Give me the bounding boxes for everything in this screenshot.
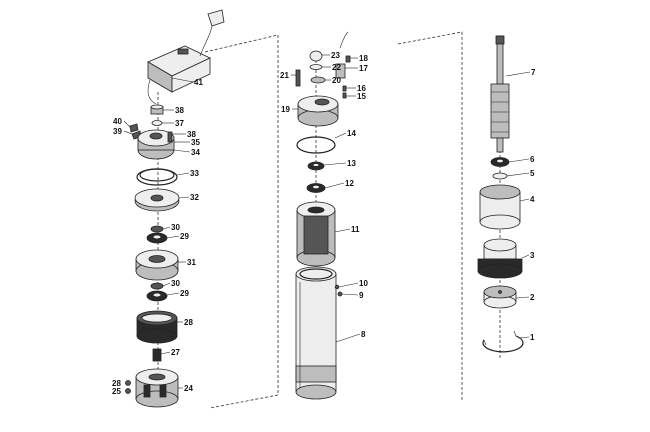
part-21-bolt — [295, 69, 301, 87]
label-28-ball: 28 — [112, 379, 121, 388]
label-11: 11 — [351, 225, 360, 234]
label-6: 6 — [530, 155, 535, 164]
part-11-stator — [296, 201, 336, 267]
part-3-impeller — [477, 238, 523, 279]
left-part-labels: 41 38 37 40 39 38 35 34 33 32 30 29 31 3… — [112, 78, 203, 396]
label-17: 17 — [359, 64, 368, 73]
label-16: 16 — [357, 84, 366, 93]
label-27: 27 — [171, 348, 180, 357]
part-14-o-ring — [296, 136, 336, 154]
label-38b: 38 — [187, 130, 196, 139]
part-30a-seal — [150, 225, 164, 233]
label-34: 34 — [191, 148, 200, 157]
part-13-bearing — [307, 161, 325, 171]
part-23-knob — [309, 50, 323, 62]
label-31: 31 — [187, 258, 196, 267]
part-22-washer — [309, 64, 323, 70]
part-34-top-cover — [137, 129, 175, 160]
label-15: 15 — [357, 92, 366, 101]
part-15-screw — [342, 92, 347, 99]
part-19-motor-head — [297, 95, 339, 127]
left-column-parts — [125, 9, 225, 408]
part-7-rotor-shaft — [490, 35, 510, 153]
part-30b-seal — [150, 282, 164, 290]
label-18: 18 — [359, 54, 368, 63]
label-7: 7 — [531, 68, 536, 77]
part-5-washer — [492, 172, 508, 180]
part-32-plate — [134, 188, 180, 212]
part-20-ring — [310, 76, 326, 84]
part-1-circlip — [482, 330, 524, 353]
label-40: 40 — [113, 117, 122, 126]
part-4-sleeve — [479, 184, 521, 230]
label-25: 25 — [112, 387, 121, 396]
part-10-screw — [334, 284, 340, 290]
label-29b: 29 — [180, 289, 189, 298]
left-leader-lines — [123, 77, 194, 389]
label-21: 21 — [280, 71, 289, 80]
label-39: 39 — [113, 127, 122, 136]
part-37-washer — [151, 120, 163, 126]
label-29a: 29 — [180, 232, 189, 241]
label-37: 37 — [175, 119, 184, 128]
label-33: 33 — [190, 169, 199, 178]
label-28: 28 — [184, 318, 193, 327]
label-30b: 30 — [171, 279, 180, 288]
part-33-ring — [136, 168, 178, 186]
part-31-diffuser — [135, 249, 179, 281]
part-16-screw — [342, 85, 347, 92]
part-2-cup — [483, 285, 517, 309]
label-32: 32 — [190, 193, 199, 202]
label-24: 24 — [184, 384, 193, 393]
label-8: 8 — [361, 330, 366, 339]
middle-column-parts — [295, 31, 351, 400]
label-14: 14 — [347, 129, 356, 138]
label-10: 10 — [359, 279, 368, 288]
label-4: 4 — [530, 195, 535, 204]
part-29b-bearing — [146, 290, 168, 302]
label-13: 13 — [347, 159, 356, 168]
label-12: 12 — [345, 179, 354, 188]
label-30a: 30 — [171, 223, 180, 232]
label-19: 19 — [281, 105, 290, 114]
part-41-control-box — [147, 9, 225, 105]
label-3: 3 — [530, 251, 535, 260]
label-22: 22 — [332, 63, 341, 72]
part-6-bearing — [490, 157, 510, 167]
part-29a-bearing — [146, 232, 168, 244]
part-24-base — [135, 368, 179, 408]
part-12-bearing — [306, 183, 326, 193]
part-8-housing-tube — [295, 266, 337, 400]
label-38a: 38 — [175, 106, 184, 115]
right-leader-lines — [505, 71, 531, 339]
label-1: 1 — [530, 333, 535, 342]
part-27-spring — [152, 348, 162, 362]
part-17-cable-gland — [335, 31, 351, 79]
part-28-mesh-filter — [136, 310, 178, 344]
right-part-labels: 7 6 5 4 3 2 1 — [530, 68, 536, 342]
label-9: 9 — [359, 291, 364, 300]
part-9-screw — [337, 291, 343, 297]
part-38a-nut — [150, 104, 164, 115]
right-column-parts — [477, 35, 524, 353]
middle-part-labels: 23 22 20 21 18 17 16 15 19 14 13 12 11 1… — [280, 51, 368, 339]
label-2: 2 — [530, 293, 535, 302]
part-28-ball — [125, 380, 131, 386]
label-23: 23 — [331, 51, 340, 60]
label-5: 5 — [530, 169, 535, 178]
label-35: 35 — [191, 138, 200, 147]
part-25-ball — [125, 388, 131, 394]
middle-leader-lines — [291, 54, 361, 343]
label-41: 41 — [194, 78, 203, 87]
label-20: 20 — [332, 76, 341, 85]
